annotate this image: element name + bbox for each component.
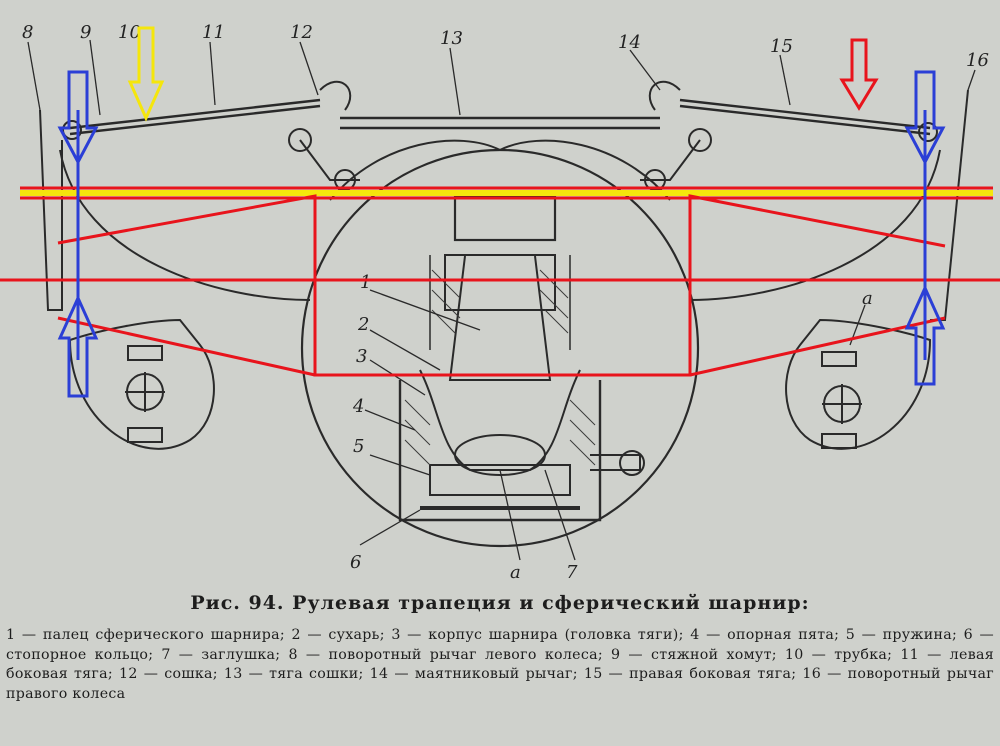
label-4: 4	[352, 396, 364, 417]
label-a-right: a	[862, 288, 873, 309]
figure-legend: 1 — палец сферического шарнира; 2 — суха…	[6, 626, 994, 704]
left-swing-arm	[39, 109, 63, 311]
label-8: 8	[22, 22, 33, 43]
overlay-annotations	[0, 26, 1000, 398]
right-wheel-arc	[689, 149, 941, 301]
legend-text: 1 — палец сферического шарнира; 2 — суха…	[6, 627, 994, 702]
label-10: 10	[118, 22, 141, 43]
label-14: 14	[618, 32, 641, 53]
label-a-bottom: a	[510, 562, 521, 583]
left-knuckle	[68, 318, 215, 450]
label-3: 3	[356, 346, 367, 367]
left-wheel-arc	[59, 149, 311, 301]
label-15: 15	[770, 36, 793, 57]
technical-drawing	[27, 39, 976, 561]
label-2: 2	[357, 314, 369, 335]
blue-down-arrow-right	[904, 70, 946, 166]
blue-up-arrow-left	[57, 294, 99, 398]
figure-caption-title: Рис. 94. Рулевая трапеция и сферический …	[190, 592, 810, 614]
blue-up-arrow-right	[904, 284, 946, 386]
leader-lines	[27, 39, 976, 561]
part-numbers: 8 9 10 11 12 13 14 15 16 1 2 3 4 5 6 a 7…	[22, 22, 989, 583]
label-12: 12	[290, 22, 313, 43]
label-6: 6	[350, 552, 361, 573]
ball-joint-section	[398, 194, 645, 522]
right-swing-arm	[930, 89, 969, 321]
label-5: 5	[353, 436, 364, 457]
steering-rods	[69, 98, 931, 136]
red-down-arrow	[839, 38, 879, 111]
label-11: 11	[202, 22, 225, 43]
label-13: 13	[440, 28, 463, 49]
label-16: 16	[966, 50, 989, 71]
red-trapezoid	[57, 194, 946, 377]
label-7: 7	[566, 562, 578, 583]
blue-down-arrow-left	[57, 70, 99, 166]
right-knuckle	[785, 318, 932, 450]
yellow-down-arrow	[127, 26, 165, 122]
label-9: 9	[80, 22, 91, 43]
label-1: 1	[360, 272, 371, 293]
